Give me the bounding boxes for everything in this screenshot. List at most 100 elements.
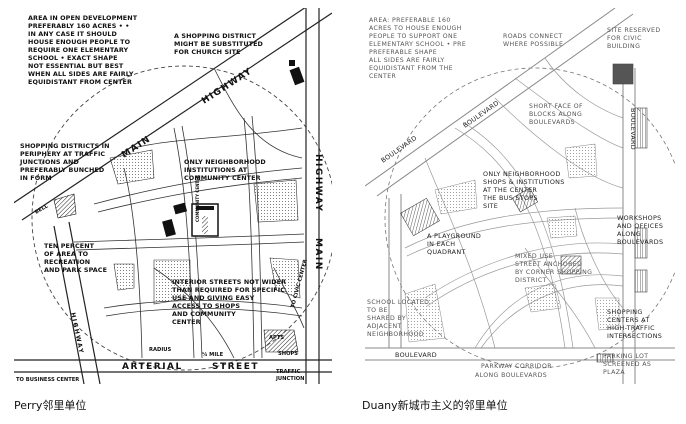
note-area-line: PREFERABLY 160 ACRES • • [28,22,129,30]
traffic-junction-label-2: JUNCTION [275,376,305,382]
note-parkway-line: ALONG BOULEVARDS [475,372,547,379]
note-blocks-line: BOULEVARDS [529,119,575,126]
note-park-line: RECREATION [44,258,90,266]
note-area-line: SCHOOL • EXACT SHAPE [28,54,118,62]
arterial-label: ARTERIAL [122,362,183,372]
note-parkway: PARKWAY CORRIDOR ALONG BOULEVARDS [475,363,552,379]
note-roads: ROADS CONNECT WHERE POSSIBLE [503,33,563,48]
note-shopping-periphery: SHOPPING DISTRICTS IN PERIPHERY AT TRAFF… [19,142,110,182]
note-shopping-line: INTERSECTIONS [607,332,662,340]
note-area-line: EQUIDISTANT FROM THE [369,65,453,72]
note-parking-line: SCREENED AS [603,361,651,368]
note-workshops-line: AND OFFICES [617,222,663,230]
note-institutions-line: COMMUNITY CENTER [184,174,261,182]
note-roads-line: ROADS CONNECT [503,33,563,40]
note-shopping: SHOPPING CENTERS AT HIGH-TRAFFIC INTERSE… [607,308,662,340]
note-park-line: OF AREA TO [44,250,89,258]
duany-diagram-svg: BOULEVARD BOULEVARD BOULEVARD BOULEVARD … [365,8,675,384]
note-civic: SITE RESERVED FOR CIVIC BUILDING [607,27,660,50]
note-interior-line: USE AND GIVING EASY [172,294,255,302]
duany-diagram: BOULEVARD BOULEVARD BOULEVARD BOULEVARD … [365,8,675,384]
traffic-junction-label-1: TRAFFIC [276,369,301,375]
highway-right-label: HIGHWAY [313,154,323,212]
note-school: SCHOOL LOCATED TO BE SHARED BY ADJACENT … [366,299,429,338]
note-area-line: CENTER [369,73,397,80]
note-interior-line: THAN REQUIRED FOR SPECIFIC [172,286,285,294]
note-parking: PARKING LOT SCREENED AS PLAZA [603,353,651,376]
community-center-label: COMMUNITY CENTER [195,175,200,222]
note-parking-line: PLAZA [603,369,625,376]
note-institutions-line: AT THE CENTER [483,186,537,194]
radius-label: RADIUS [149,347,171,353]
note-institutions-line: SHOPS & INSTITUTIONS [483,178,565,186]
note-park-line: AND PARK SPACE [44,266,107,274]
curved-streets [404,57,624,349]
note-mixed-use: MIXED USE STREET ANCHORED BY CORNER SHOP… [515,253,592,284]
note-playground-line: A PLAYGROUND [427,232,481,240]
note-school-line: TO BE [366,307,388,314]
note-parkway-line: PARKWAY CORRIDOR [481,363,552,370]
note-roads-line: WHERE POSSIBLE [503,41,563,48]
note-area-line: EQUIDISTANT FROM CENTER [28,78,132,86]
note-institutions: ONLY NEIGHBORHOOD INSTITUTIONS AT COMMUN… [184,158,266,182]
bell-label: BELL [34,203,50,216]
note-shopping-sub-line: FOR CHURCH SITE [174,48,241,56]
neighborhood-boundary-circle [31,65,332,371]
community-center [191,203,219,237]
boulevard-left-label: BOULEVARD [380,134,419,165]
note-blocks-line: SHORT FACE OF [529,103,583,110]
note-mixed-line: DISTRICT [515,277,547,284]
note-interior-line: ACCESS TO SHOPS [172,302,240,310]
note-interior-line: CENTER [172,318,201,326]
quarter-mile-label: ¼ MILE [202,352,224,358]
note-park: TEN PERCENT OF AREA TO RECREATION AND PA… [44,242,107,274]
note-area-line: AREA IN OPEN DEVELOPMENT [28,14,138,22]
note-area-line: AREA: PREFERABLE 160 [369,17,451,24]
note-area-line: REQUIRE ONE ELEMENTARY [28,46,129,54]
note-playground: A PLAYGROUND IN EACH QUADRANT [427,232,481,256]
note-shopping-sub-line: MIGHT BE SUBSTITUTED [174,40,263,48]
note-area-line: PEOPLE TO SUPPORT ONE [369,33,457,40]
note-area: AREA: PREFERABLE 160 ACRES TO HOUSE ENOU… [369,17,466,80]
note-area-line: ELEMENTARY SCHOOL • PRE [369,41,466,48]
boulevard-right-label: BOULEVARD [629,108,637,150]
note-school-line: SHARED BY [367,315,406,322]
apts-label: APTS [269,335,284,341]
note-shopping-periphery-line: PREFERABLY BUNCHED [20,166,104,174]
note-workshops-line: ALONG [617,230,641,238]
note-civic-line: FOR CIVIC [607,35,642,42]
note-interior-line: INTERIOR STREETS NOT WIDER [172,278,286,286]
note-shopping-periphery-line: IN FORM [20,174,52,182]
note-mixed-line: BY CORNER SHOPPING [515,269,592,276]
note-area-line: NOT ESSENTIAL BUT BEST [28,62,124,70]
note-workshops-line: BOULEVARDS [617,238,663,246]
shopping-districts [53,193,299,353]
neighborhood-boundary-circle [384,67,675,369]
to-business-center-label: TO BUSINESS CENTER [16,377,79,383]
perry-diagram: MAIN HIGHWAY HIGHWAY MAIN HIGHWAY ARTERI… [14,8,332,384]
perry-diagram-svg: MAIN HIGHWAY HIGHWAY MAIN HIGHWAY ARTERI… [14,8,332,384]
note-institutions-line: ONLY NEIGHBORHOOD [184,158,266,166]
highway-left-label: HIGHWAY [69,312,85,355]
park-spaces [109,149,301,305]
note-shopping-sub-line: A SHOPPING DISTRICT [174,32,257,40]
note-shopping-periphery-line: SHOPPING DISTRICTS IN [20,142,110,150]
institution-blocks [162,60,305,238]
shops-label: SHOPS [278,351,298,357]
note-school-line: ADJACENT [367,323,402,330]
note-area-line: PREFERABLE SHAPE [369,49,437,56]
note-mixed-line: STREET ANCHORED [515,261,582,268]
duany-caption: Duany新城市主义的邻里单位 [362,399,508,412]
note-playground-line: IN EACH [427,240,455,248]
note-shopping-line: SHOPPING [607,308,643,316]
note-parking-line: PARKING LOT [603,353,648,360]
street-label: STREET [212,362,259,372]
note-area-line: ALL SIDES ARE FAIRLY [369,57,445,64]
note-shopping-periphery-line: JUNCTIONS AND [19,158,79,166]
note-mixed-line: MIXED USE [515,253,553,260]
note-institutions-line: INSTITUTIONS AT [184,166,248,174]
note-blocks-line: BLOCKS ALONG [529,111,582,118]
note-area-line: HOUSE ENOUGH PEOPLE TO [28,38,131,46]
note-area-line: IN ANY CASE IT SHOULD [28,30,117,38]
note-interior-line: AND COMMUNITY [172,310,236,318]
